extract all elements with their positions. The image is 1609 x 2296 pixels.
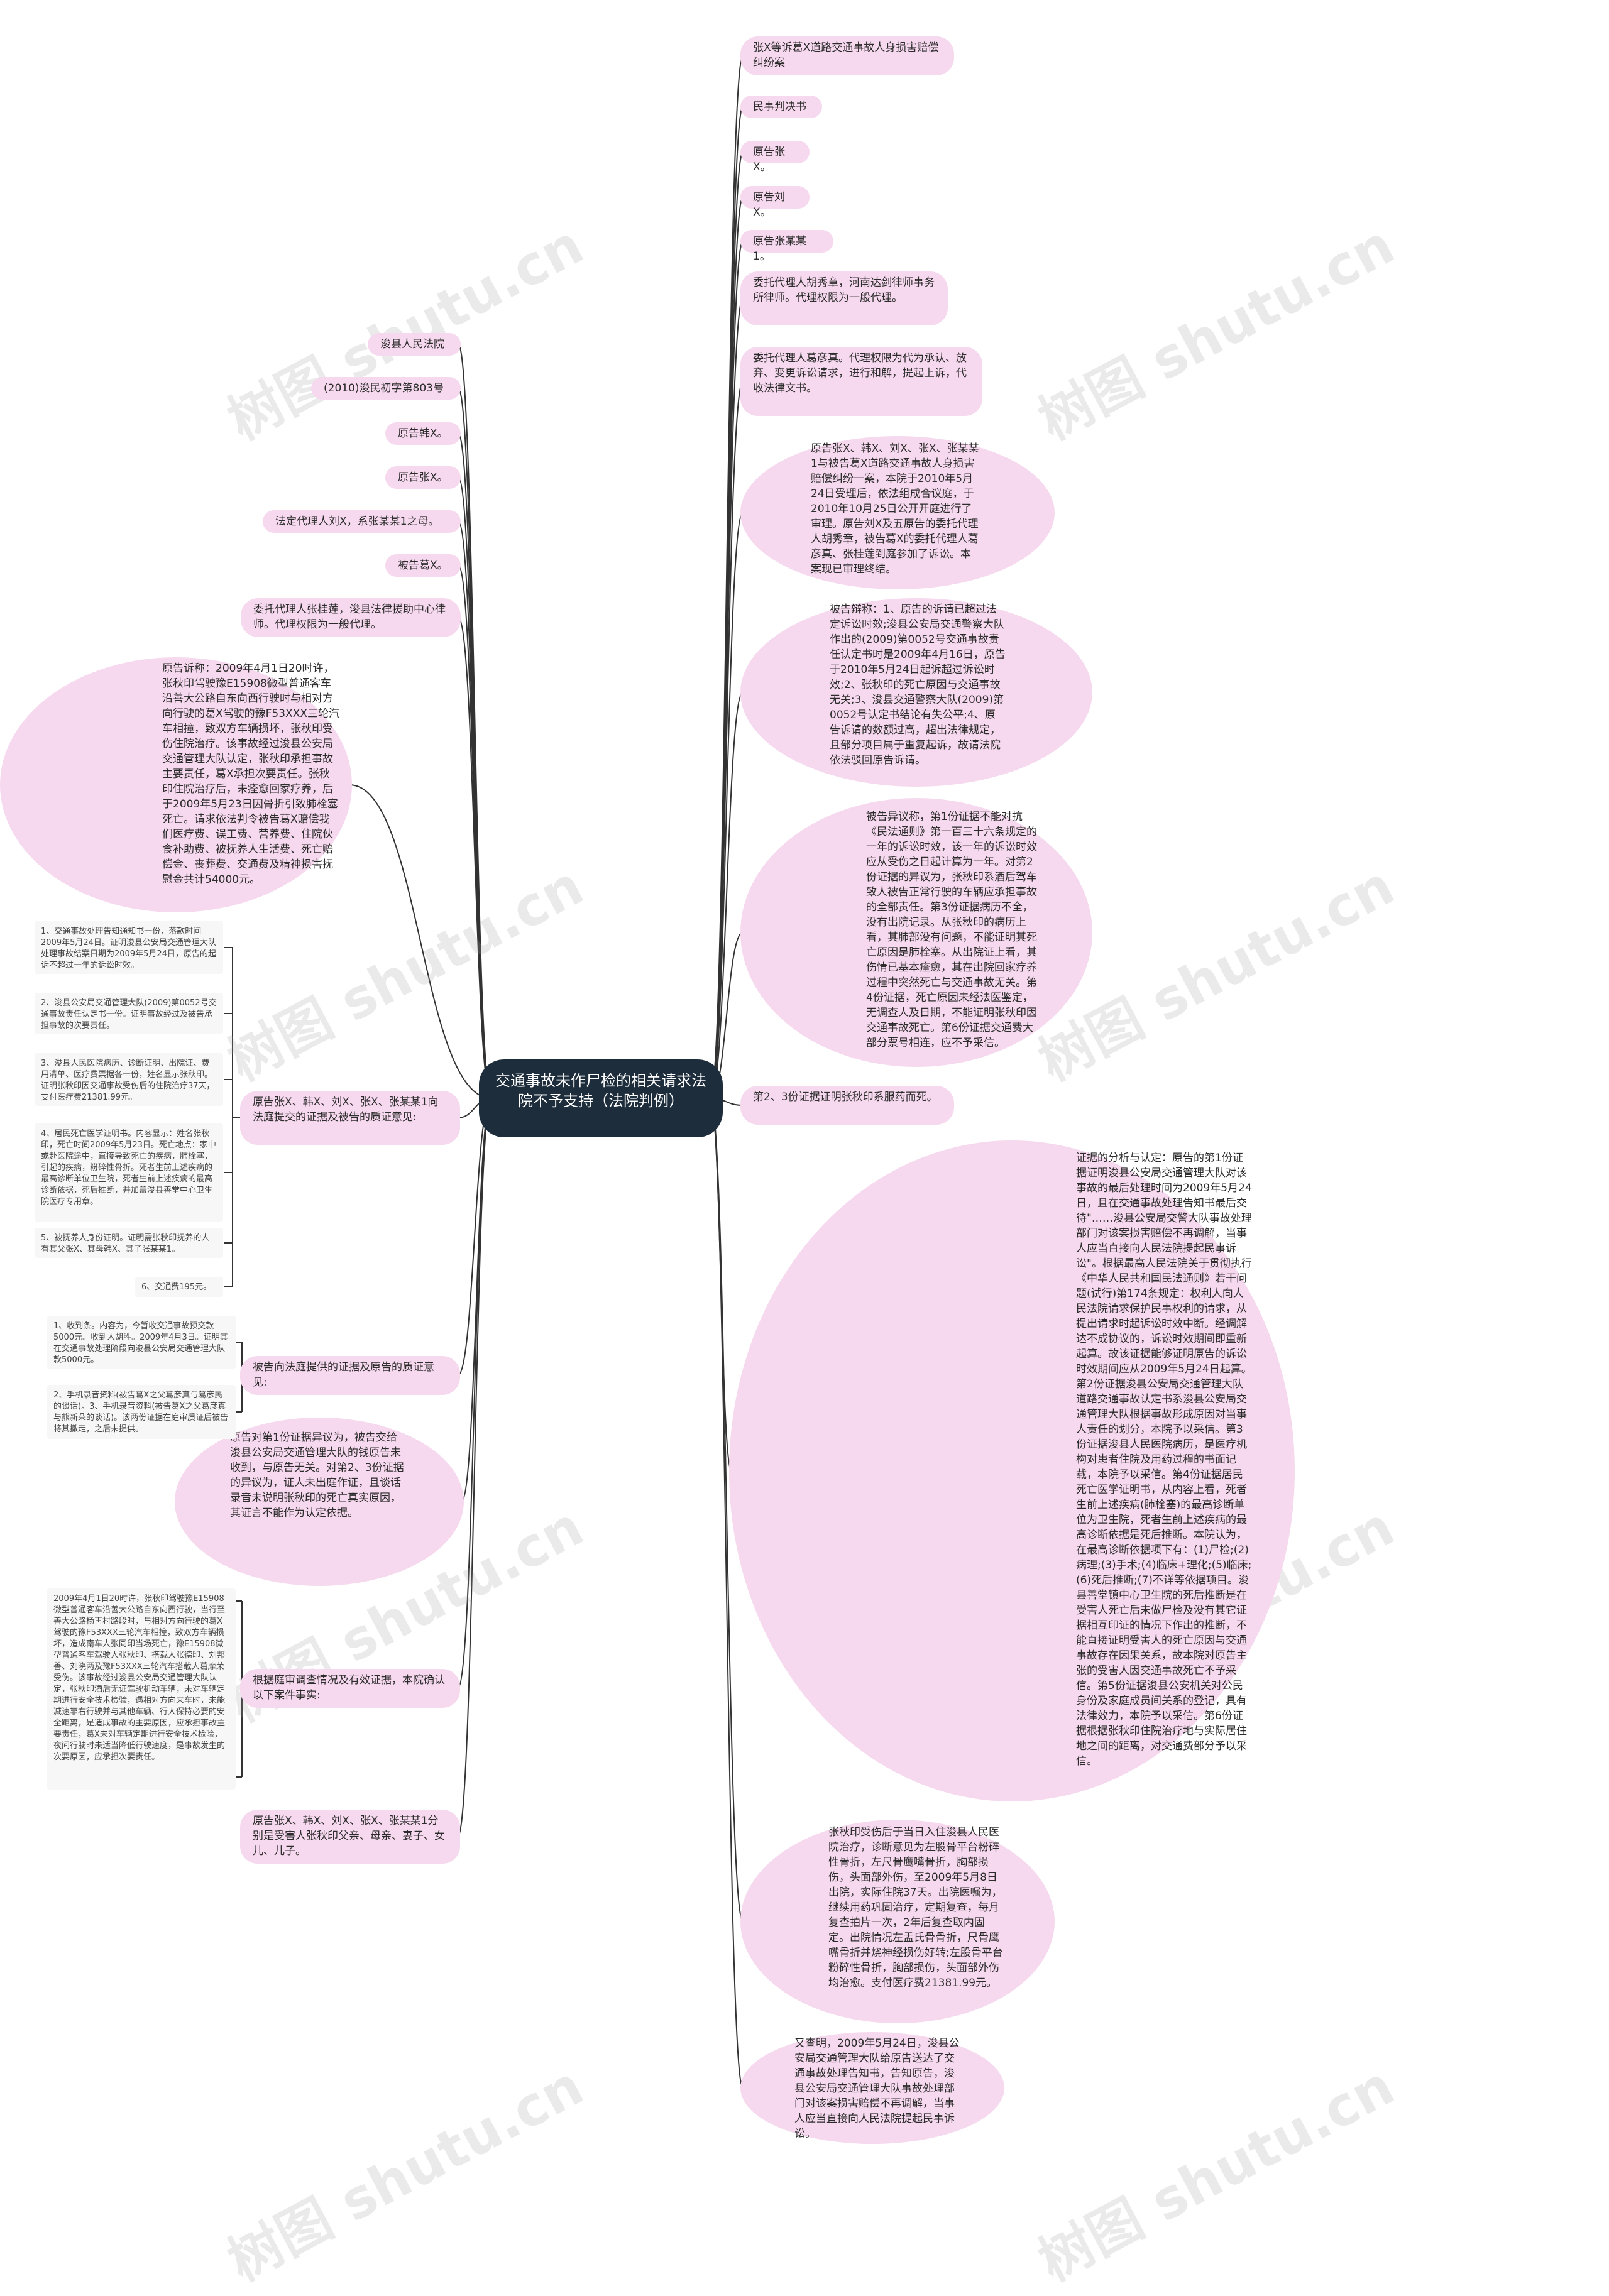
evidence-item: 2、浚县公安局交通管理大队(2009)第0052号交通事故责任认定书一份。证明事…	[35, 993, 223, 1034]
medical-facts-text: 张秋印受伤后于当日入住浚县人民医院治疗，诊断意见为左股骨平台粉碎性骨折，左尺骨鹰…	[828, 1826, 1003, 1989]
connector-line	[458, 617, 492, 1099]
topic-node-plaintiff-claim[interactable]: 原告诉称：2009年4月1日20时许，张秋印驾驶豫E15908微型普通客车沿善大…	[0, 657, 352, 912]
topic-node-defendant-objection[interactable]: 被告异议称，第1份证据不能对抗《民法通则》第一百三十六条规定的一年的诉讼时效，该…	[740, 798, 1092, 1067]
connector-line	[710, 381, 744, 1099]
facts-detail: 2009年4月1日20时许，张秋印驾驶豫E15908微型普通客车沿善大公路自东向…	[47, 1588, 236, 1790]
evidence-item: 4、居民死亡医学证明书。内容显示：姓名张秋印，死亡时间2009年5月23日。死亡…	[35, 1123, 223, 1222]
connector-line	[458, 521, 492, 1099]
evidence-item: 1、收到条。内容为，今暂收交通事故预交款5000元。收到人胡胜。2009年4月3…	[47, 1316, 236, 1369]
connector-line	[461, 1098, 492, 1502]
connector-line	[710, 55, 744, 1099]
topic-node-plaintiff-objection[interactable]: 原告对第1份证据异议为，被告交给浚县公安局交通管理大队的钱原告未收到，与原告无关…	[175, 1418, 464, 1586]
topic-node-defendant-agent[interactable]: 委托代理人张桂莲，浚县法律援助中心律师。代理权限为一般代理。	[241, 598, 461, 637]
connector-line	[710, 106, 744, 1099]
topic-node-legal-representative[interactable]: 法定代理人刘X，系张某某1之母。	[263, 510, 461, 533]
topic-node-judgment[interactable]: 民事判决书	[740, 96, 822, 118]
plaintiff-claim-text: 原告诉称：2009年4月1日20时许，张秋印驾驶豫E15908微型普通客车沿善大…	[162, 662, 339, 886]
topic-node-further-facts[interactable]: 又查明，2009年5月24日，浚县公安局交通管理大队给原告送达了交通事故处理告知…	[740, 2032, 1004, 2144]
defendant-defense-text: 被告辩称：1、原告的诉请已超过法定诉讼时效;浚县公安局交通警察大队作出的(200…	[830, 603, 1006, 767]
connector-line	[710, 512, 744, 1099]
topic-node-plaintiff-evidence[interactable]: 原告张X、韩X、刘X、张X、张某某1向法庭提交的证据及被告的质证意见:	[240, 1091, 460, 1145]
watermark: 树图 shutu.cn	[217, 2054, 593, 2294]
connector-line	[458, 565, 492, 1099]
topic-node-plaintiff[interactable]: 原告刘X。	[740, 186, 810, 219]
evidence-analysis-text: 证据的分析与认定：原告的第1份证据证明浚县公安局交通管理大队对该事故的最后处理时…	[1076, 1152, 1252, 1768]
topic-node-medical-facts[interactable]: 张秋印受伤后于当日入住浚县人民医院治疗，诊断意见为左股骨平台粉碎性骨折，左尺骨鹰…	[740, 1820, 1055, 2023]
topic-node-case-summary[interactable]: 原告张X、韩X、刘X、张X、张某某1与被告葛X道路交通事故人身损害赔偿纠纷一案，…	[740, 436, 1055, 589]
connector-line	[710, 197, 744, 1099]
evidence-item: 1、交通事故处理告知通知书一份，落款时间2009年5月24日。证明浚县公安局交通…	[35, 921, 223, 974]
further-facts-text: 又查明，2009年5月24日，浚县公安局交通管理大队给原告送达了交通事故处理告知…	[794, 2037, 960, 2140]
connector-line	[710, 1098, 732, 1472]
defendant-objection-text: 被告异议称，第1份证据不能对抗《民法通则》第一百三十六条规定的一年的诉讼时效，该…	[866, 811, 1037, 1049]
topic-node-case-number[interactable]: (2010)浚民初字第803号	[311, 377, 461, 400]
connector-line	[710, 1098, 744, 2089]
evidence-item: 5、被抚养人身份证明。证明需张秋印抚养的人有其父张X、其母韩X、其子张某某1。	[35, 1228, 223, 1258]
watermark: 树图 shutu.cn	[1028, 2054, 1404, 2294]
evidence-item: 2、手机录音资料(被告葛X之父葛彦真与葛彦民的谈话)。3、手机录音资料(被告葛X…	[47, 1385, 236, 1439]
evidence-item: 6、交通费195元。	[135, 1277, 223, 1297]
topic-node-plaintiff[interactable]: 原告韩X。	[385, 422, 461, 445]
topic-node-defendant[interactable]: 被告葛X。	[385, 554, 461, 577]
topic-node-plaintiff[interactable]: 原告张X。	[740, 141, 810, 173]
plaintiff-objection-text: 原告对第1份证据异议为，被告交给浚县公安局交通管理大队的钱原告未收到，与原告无关…	[230, 1431, 404, 1519]
connector-line	[457, 1098, 492, 1376]
topic-node-case-title[interactable]: 张X等诉葛X道路交通事故人身损害赔偿纠纷案	[740, 36, 954, 75]
topic-node-agent[interactable]: 委托代理人葛彦真。代理权限为代为承认、放弃、变更诉讼请求，进行和解，提起上诉，代…	[740, 347, 982, 416]
evidence-item: 3、浚县人民医院病历、诊断证明、出院证、费用清单、医疗费票据各一份，姓名显示张秋…	[35, 1053, 223, 1106]
connector-line	[710, 151, 744, 1099]
connector-line	[710, 241, 744, 1099]
watermark: 树图 shutu.cn	[1028, 213, 1404, 453]
topic-node-plaintiff[interactable]: 原告张X。	[385, 466, 461, 489]
connector-line	[710, 692, 744, 1099]
connector-line	[458, 433, 492, 1099]
watermark: 树图 shutu.cn	[217, 213, 593, 453]
topic-node-agent[interactable]: 委托代理人胡秀章，河南达剑律师事务所律师。代理权限为一般代理。	[740, 271, 948, 325]
topic-node-evidence-conclusion[interactable]: 第2、3份证据证明张秋印系服药而死。	[740, 1086, 954, 1125]
connector-line	[458, 388, 492, 1099]
topic-node-established-facts[interactable]: 根据庭审调查情况及有效证据，本院确认以下案件事实:	[240, 1669, 460, 1708]
connector-line	[458, 477, 492, 1099]
case-summary-text: 原告张X、韩X、刘X、张X、张某某1与被告葛X道路交通事故人身损害赔偿纠纷一案，…	[811, 442, 979, 576]
topic-node-court[interactable]: 浚县人民法院	[368, 333, 461, 356]
topic-node-defendant-evidence[interactable]: 被告向法庭提供的证据及原告的质证意见:	[240, 1356, 460, 1395]
topic-node-plaintiff[interactable]: 原告张某某1。	[740, 230, 833, 263]
connector-line	[458, 344, 492, 1099]
central-topic-node[interactable]: 交通事故未作尸检的相关请求法院不予支持（法院判例）	[479, 1059, 723, 1137]
topic-node-evidence-analysis[interactable]: 证据的分析与认定：原告的第1份证据证明浚县公安局交通管理大队对该事故的最后处理时…	[729, 1140, 1295, 1801]
topic-node-plaintiff-relations[interactable]: 原告张X、韩X、刘X、张X、张某某1分别是受害人张秋印父亲、母亲、妻子、女儿、儿…	[240, 1810, 460, 1864]
topic-node-defendant-defense[interactable]: 被告辩称：1、原告的诉请已超过法定诉讼时效;浚县公安局交通警察大队作出的(200…	[740, 598, 1092, 787]
connector-line	[457, 1098, 492, 1837]
connector-line	[710, 298, 744, 1099]
